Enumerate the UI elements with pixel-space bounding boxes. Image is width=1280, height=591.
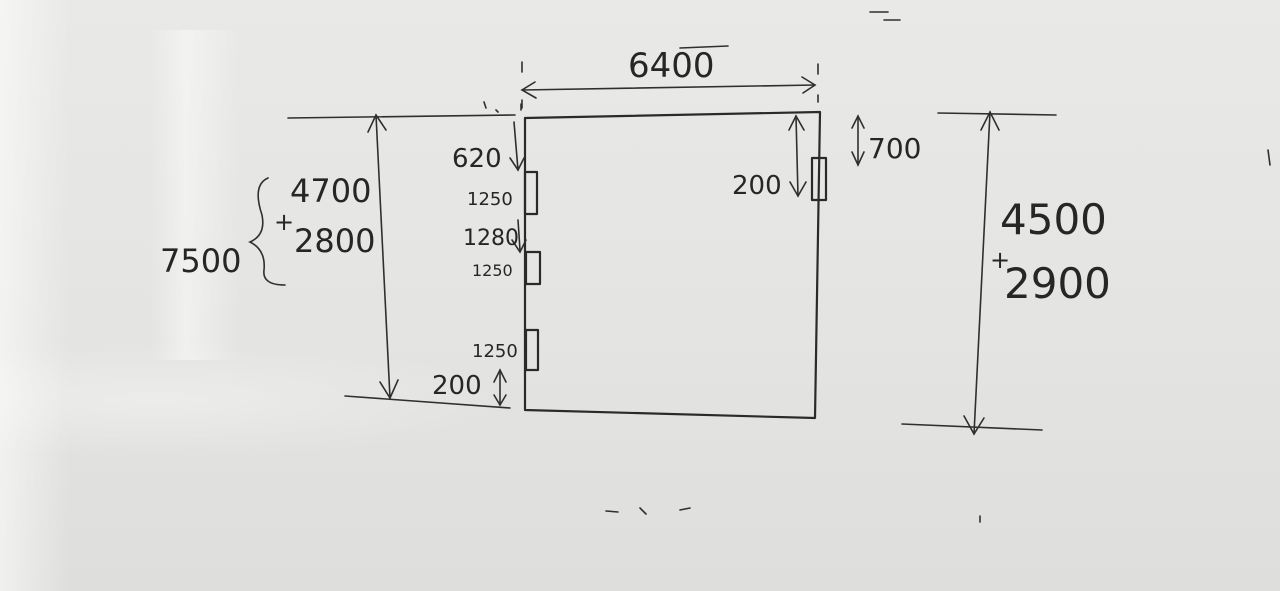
- window-1-label: 1250: [467, 189, 513, 210]
- right-height-dimension: [901, 110, 1057, 436]
- gap-label: 1280: [463, 226, 519, 251]
- room-outline: [523, 110, 822, 420]
- width-label: 6400: [628, 46, 715, 86]
- light-reflection: [0, 0, 70, 591]
- floor-reflection: [0, 340, 520, 460]
- top-offset-label: 620: [452, 144, 502, 174]
- left-wall-dimension-arrows: [483, 101, 527, 407]
- window-2-label: 1250: [472, 261, 513, 280]
- window-reflection: [150, 30, 240, 360]
- total-height-label: 7500: [160, 242, 241, 280]
- right-wall-dimension-arrows: [788, 114, 865, 198]
- right-height-part-a-label: 4500: [1000, 195, 1107, 244]
- right-window-size-label: 700: [868, 132, 921, 165]
- window-1-marker: [523, 170, 539, 216]
- right-window-offset-label: 200: [732, 171, 782, 201]
- right-plus-sign: +: [990, 246, 1010, 274]
- left-height-dimension: [248, 113, 516, 409]
- window-3-marker: [524, 328, 540, 372]
- plus-sign: +: [274, 208, 294, 236]
- right-window-marker: [810, 156, 828, 202]
- stray-marks: [605, 11, 1271, 523]
- height-part-b-label: 2800: [294, 222, 375, 260]
- width-dimension-arrow: [520, 45, 819, 109]
- right-height-part-b-label: 2900: [1004, 259, 1111, 308]
- window-2-marker: [524, 250, 542, 286]
- height-part-a-label: 4700: [290, 172, 371, 210]
- bottom-offset-label: 200: [432, 371, 482, 401]
- window-3-label: 1250: [472, 341, 518, 362]
